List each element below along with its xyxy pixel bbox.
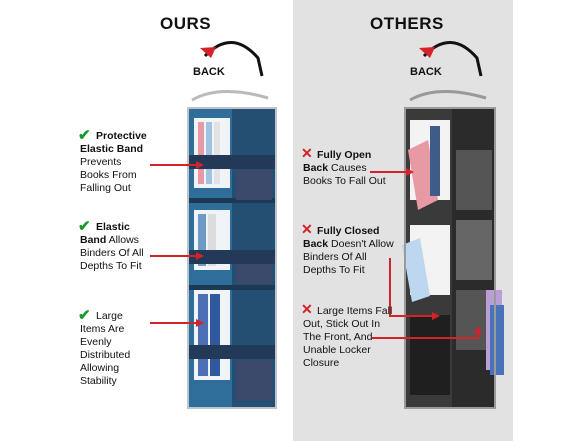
ours-arrow-head bbox=[200, 47, 216, 58]
others-issue-2: Fully Closed Back Doesn't Allow Binders … bbox=[303, 225, 395, 277]
ours-organizer bbox=[187, 89, 277, 409]
others-issue-3-text: Large Items Fall Out, Stick Out In The F… bbox=[303, 305, 393, 369]
ours-heading: OURS bbox=[160, 14, 212, 33]
check-icon: ✔ bbox=[78, 218, 91, 235]
others-issue-2-bold: Fully Closed Back bbox=[303, 225, 380, 250]
others-issue-1: Fully Open Back Causes Books To Fall Out bbox=[303, 149, 395, 188]
cross-icon: ✕ bbox=[301, 145, 313, 161]
ours-feature-2-bold: Elastic Band bbox=[80, 221, 130, 246]
cross-icon: ✕ bbox=[301, 221, 313, 237]
others-issue-2-text: Doesn't Allow Binders Of All Depths To F… bbox=[303, 238, 394, 276]
others-issue-1-bold: Fully Open Back bbox=[303, 149, 372, 174]
ours-callout-lines bbox=[150, 161, 204, 327]
others-organizer bbox=[402, 89, 504, 409]
ours-back-label: BACK bbox=[193, 66, 225, 78]
others-arrow-head bbox=[419, 47, 435, 58]
others-issue-1-text: Causes Books To Fall Out bbox=[303, 162, 386, 187]
others-heading: OTHERS bbox=[370, 14, 444, 33]
ours-feature-1-bold: Protective Elastic Band bbox=[80, 130, 147, 155]
others-callout-lines bbox=[370, 168, 482, 339]
ours-feature-1: Protective Elastic Band Prevents Books F… bbox=[80, 130, 150, 195]
others-issue-3: Large Items Fall Out, Stick Out In The F… bbox=[303, 305, 395, 370]
ours-feature-2: Elastic Band Allows Binders Of All Depth… bbox=[80, 221, 150, 273]
cross-icon: ✕ bbox=[301, 301, 313, 317]
ours-feature-2-text: Allows Binders Of All Depths To Fit bbox=[80, 234, 144, 272]
check-icon: ✔ bbox=[78, 127, 91, 144]
others-back-label: BACK bbox=[410, 66, 442, 78]
ours-feature-3: Large Items Are Evenly Distributed Allow… bbox=[80, 310, 150, 388]
check-icon: ✔ bbox=[78, 307, 91, 324]
ours-feature-1-text: Prevents Books From Falling Out bbox=[80, 156, 137, 194]
ours-feature-3-text: Large Items Are Evenly Distributed Allow… bbox=[80, 310, 131, 387]
